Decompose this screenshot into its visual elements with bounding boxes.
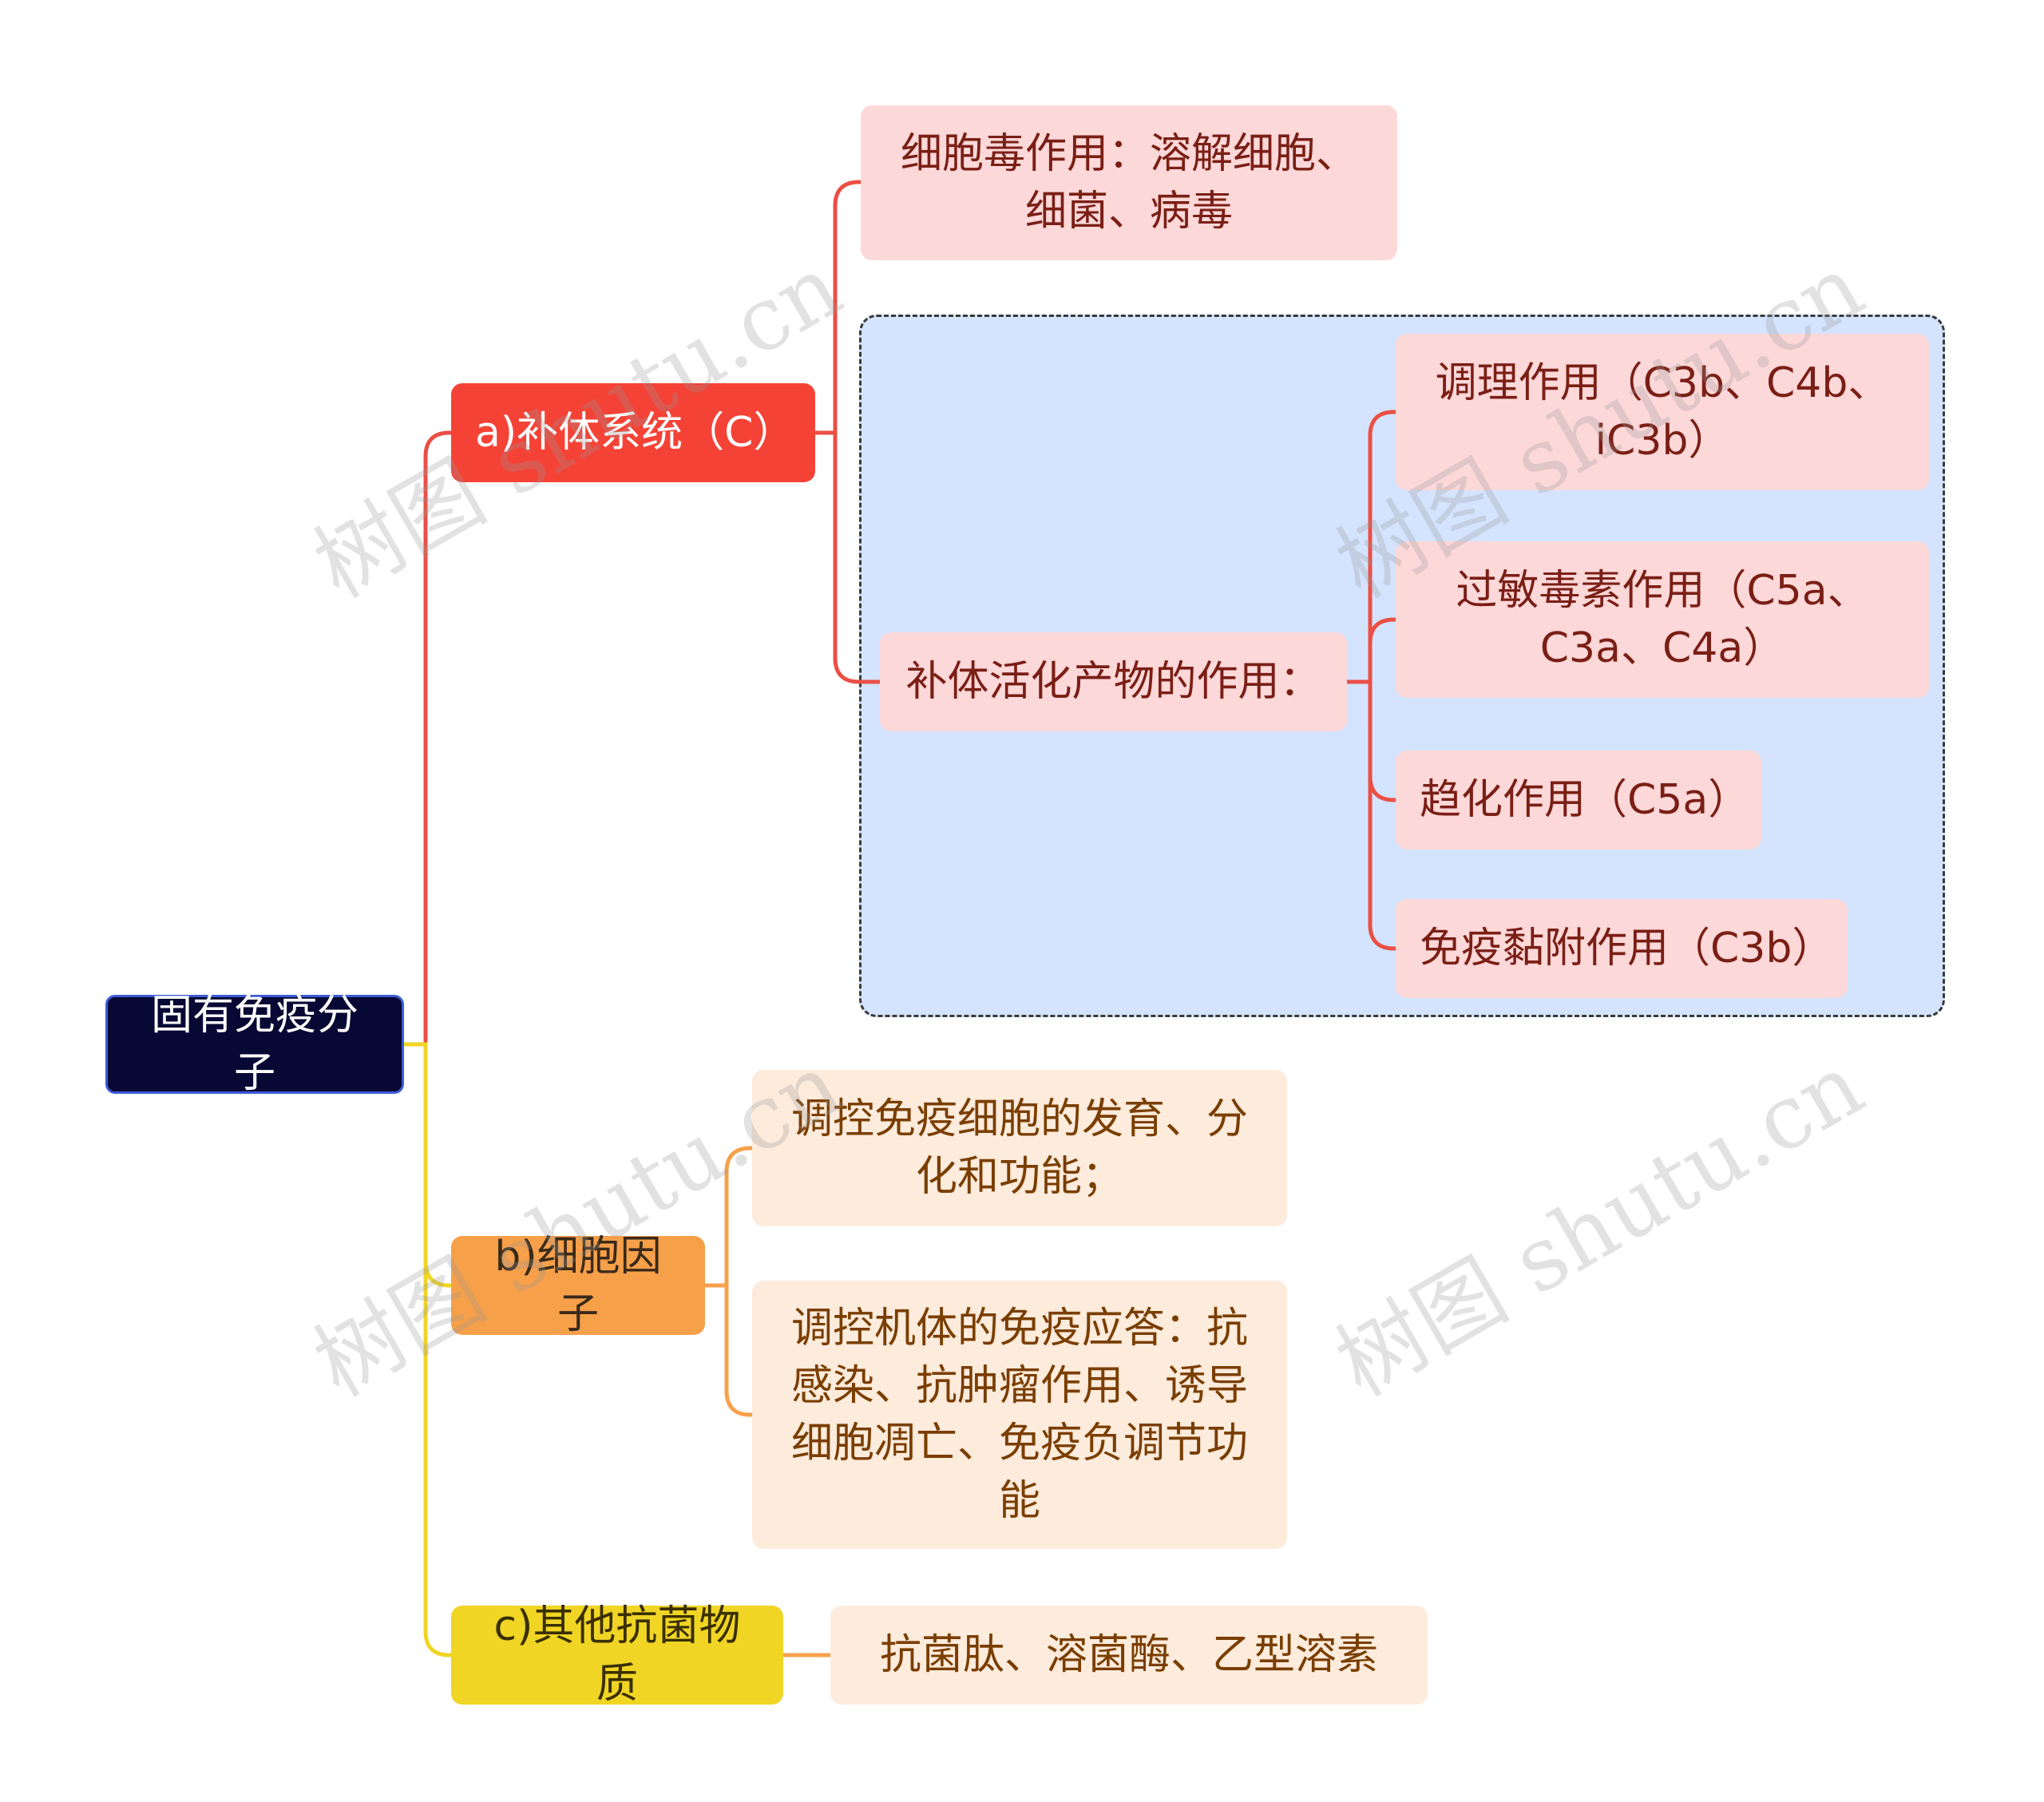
leaf-opsonization[interactable]: 调理作用（C3b、C4b、iC3b） <box>1396 334 1929 490</box>
leaf-immune-adherence-text: 免疫黏附作用（C3b） <box>1420 925 1834 972</box>
leaf-regulate-development[interactable]: 调控免疫细胞的发育、分化和功能； <box>752 1070 1287 1226</box>
wire-a-cytotoxic <box>815 180 861 435</box>
leaf-antibacterial-substances[interactable]: 抗菌肽、溶菌酶、乙型溶素 <box>830 1606 1428 1705</box>
wire-products-4 <box>1368 776 1396 951</box>
leaf-chemotaxis[interactable]: 趋化作用（C5a） <box>1396 751 1761 850</box>
leaf-chemotaxis-text: 趋化作用（C5a） <box>1420 776 1750 824</box>
wire-root-b <box>404 1042 451 1288</box>
branch-complement-system[interactable]: a)补体系统（C） <box>451 383 815 482</box>
leaf-immune-adherence[interactable]: 免疫黏附作用（C3b） <box>1396 899 1848 998</box>
root-label: 固有免疫分子 <box>150 992 358 1097</box>
root-node[interactable]: 固有免疫分子 <box>105 992 404 1097</box>
activation-products-label: 补体活化产物的作用： <box>905 658 1321 706</box>
leaf-opsonization-text: 调理作用（C3b、C4b、iC3b） <box>1435 359 1890 465</box>
leaf-antibacterial-substances-text: 抗菌肽、溶菌酶、乙型溶素 <box>879 1631 1378 1679</box>
leaf-regulate-response-text: 调控机体的免疫应答：抗感染、抗肿瘤作用、诱导细胞凋亡、免疫负调节功能 <box>790 1305 1248 1525</box>
branch-cytokines[interactable]: b)细胞因子 <box>451 1233 705 1338</box>
wire-b-1 <box>705 1146 752 1288</box>
node-activation-products[interactable]: 补体活化产物的作用： <box>880 632 1347 731</box>
leaf-cytotoxic[interactable]: 细胞毒作用：溶解细胞、细菌、病毒 <box>861 105 1397 260</box>
leaf-regulate-response[interactable]: 调控机体的免疫应答：抗感染、抗肿瘤作用、诱导细胞凋亡、免疫负调节功能 <box>752 1281 1287 1549</box>
branch-a-label: a)补体系统（C） <box>475 409 795 457</box>
wire-products-3 <box>1368 682 1396 802</box>
wire-products-1 <box>1347 410 1396 684</box>
wire-a-products <box>833 433 880 684</box>
leaf-anaphylatoxin-text: 过敏毒素作用（C5a、C3a、C4a） <box>1456 567 1869 672</box>
wire-b-2 <box>724 1285 752 1417</box>
wire-root-c <box>423 1261 451 1657</box>
leaf-cytotoxic-text: 细胞毒作用：溶解细胞、细菌、病毒 <box>900 130 1357 236</box>
branch-b-label: b)细胞因子 <box>494 1233 662 1338</box>
wire-products-2 <box>1368 617 1396 682</box>
wire-root-a <box>404 430 451 1047</box>
branch-other-antibacterial[interactable]: c)其他抗菌物质 <box>451 1602 783 1708</box>
leaf-regulate-development-text: 调控免疫细胞的发育、分化和功能； <box>790 1095 1248 1201</box>
leaf-anaphylatoxin[interactable]: 过敏毒素作用（C5a、C3a、C4a） <box>1396 541 1929 698</box>
branch-c-label: c)其他抗菌物质 <box>493 1602 741 1708</box>
